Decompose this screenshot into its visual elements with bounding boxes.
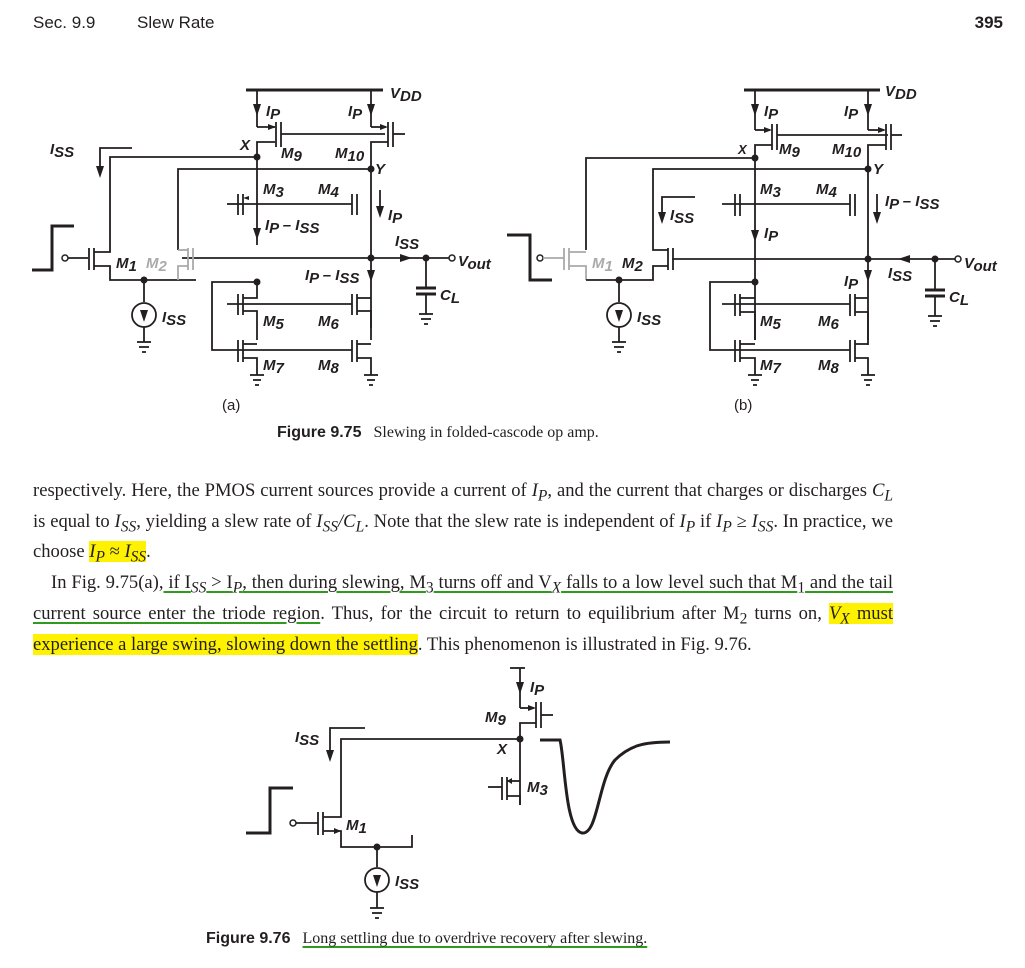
svg-text:M5: M5 <box>263 313 285 333</box>
svg-text:M5: M5 <box>760 313 782 333</box>
svg-text:IP – ISS: IP – ISS <box>885 193 940 213</box>
svg-text:M9: M9 <box>485 709 507 729</box>
svg-text:M1: M1 <box>592 255 613 275</box>
svg-text:X: X <box>496 741 508 758</box>
svg-text:IP: IP <box>844 273 859 293</box>
svg-text:X: X <box>737 142 748 157</box>
section-number: Sec. 9.9 <box>33 13 96 32</box>
caption-label: Figure 9.76 <box>206 930 291 947</box>
svg-text:X: X <box>239 137 251 154</box>
svg-text:ISS: ISS <box>637 309 661 329</box>
svg-text:IP: IP <box>530 679 545 699</box>
svg-text:ISS: ISS <box>50 141 74 161</box>
underline-triode: if ISS > IP, then during slewing, M3 tur… <box>33 572 893 624</box>
svg-text:IP: IP <box>348 103 363 123</box>
svg-text:M9: M9 <box>779 141 801 161</box>
svg-text:Y: Y <box>873 161 885 178</box>
svg-text:M6: M6 <box>818 313 840 333</box>
svg-text:Vout: Vout <box>458 253 492 273</box>
svg-text:M7: M7 <box>760 357 782 377</box>
paragraph-2: In Fig. 9.75(a), if ISS > IP, then durin… <box>33 572 893 655</box>
section-title: Slew Rate <box>137 13 215 32</box>
body-text: respectively. Here, the PMOS current sou… <box>33 478 893 657</box>
svg-text:M6: M6 <box>318 313 340 333</box>
figure-9-75-caption: Figure 9.75 Slewing in folded-cascode op … <box>277 424 599 442</box>
svg-text:M8: M8 <box>818 357 840 377</box>
svg-text:Y: Y <box>375 161 387 178</box>
panel-b-label: (b) <box>734 397 752 414</box>
svg-text:IP – ISS: IP – ISS <box>305 267 360 287</box>
svg-text:M4: M4 <box>816 181 838 201</box>
svg-text:M2: M2 <box>146 255 168 275</box>
svg-text:IP – ISS: IP – ISS <box>265 217 320 237</box>
svg-text:M9: M9 <box>281 145 303 165</box>
svg-text:M3: M3 <box>263 181 285 201</box>
svg-text:ISS: ISS <box>395 233 419 253</box>
svg-text:M1: M1 <box>346 817 367 837</box>
svg-text:M4: M4 <box>318 181 340 201</box>
highlight-ip-approx-iss: IP ≈ ISS <box>89 541 147 567</box>
figure-9-75a-schematic: VDD IP X M9 IP M10 Y ISS M3 M4 IP IP – I… <box>32 85 492 414</box>
svg-text:ISS: ISS <box>162 309 186 329</box>
vdd-label: VDD <box>390 85 422 105</box>
svg-text:M7: M7 <box>263 357 285 377</box>
figure-9-76-caption: Figure 9.76 Long settling due to overdriv… <box>206 930 647 948</box>
caption-text: Long settling due to overdrive recovery … <box>302 930 648 947</box>
figure-9-76-schematic: IP M9 X ISS M3 M1 ISS <box>246 667 671 919</box>
svg-text:IP: IP <box>266 103 281 123</box>
svg-text:M3: M3 <box>527 779 549 799</box>
svg-text:ISS: ISS <box>295 729 319 749</box>
caption-label: Figure 9.75 <box>277 424 362 441</box>
svg-text:IP: IP <box>764 103 779 123</box>
caption-text: Slewing in folded-cascode op amp. <box>373 424 599 441</box>
svg-text:ISS: ISS <box>888 265 912 285</box>
svg-text:Vout: Vout <box>964 255 998 275</box>
svg-text:M1: M1 <box>116 255 137 275</box>
vx-waveform <box>540 738 671 835</box>
svg-text:IP: IP <box>388 207 403 227</box>
svg-text:ISS: ISS <box>670 207 694 227</box>
svg-text:VDD: VDD <box>885 83 917 103</box>
panel-a-label: (a) <box>222 397 240 414</box>
svg-text:M10: M10 <box>335 145 365 165</box>
svg-text:M10: M10 <box>832 141 862 161</box>
svg-text:M2: M2 <box>622 255 644 275</box>
svg-text:IP: IP <box>844 103 859 123</box>
figure-9-75b-schematic: VDD IP X M9 IP M10 Y M3 M4 IP – ISS ISS … <box>507 83 998 414</box>
svg-text:M3: M3 <box>760 181 782 201</box>
page-number: 395 <box>974 13 1003 32</box>
svg-text:CL: CL <box>949 289 969 309</box>
svg-text:CL: CL <box>440 287 460 307</box>
paragraph-1: respectively. Here, the PMOS current sou… <box>33 480 894 567</box>
svg-text:IP: IP <box>764 225 779 245</box>
svg-text:M8: M8 <box>318 357 340 377</box>
svg-text:ISS: ISS <box>395 873 419 893</box>
